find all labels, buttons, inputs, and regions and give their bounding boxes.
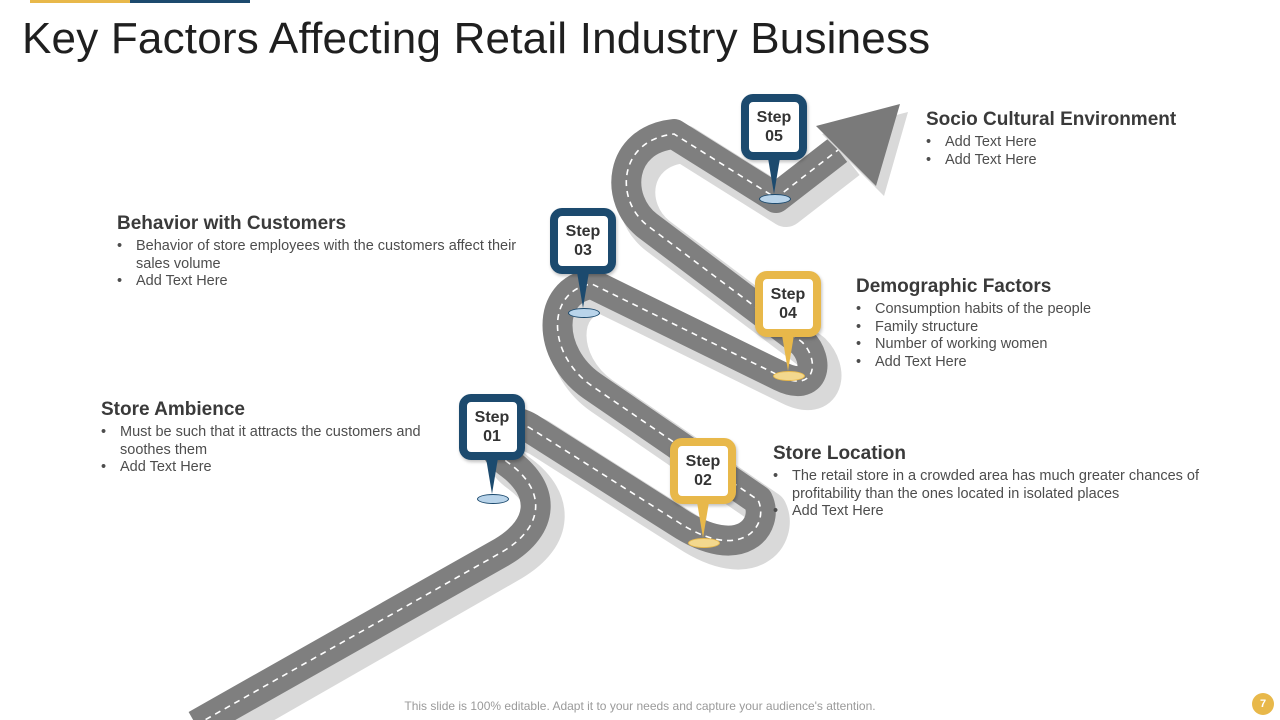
road-center-line <box>203 133 839 720</box>
marker-pointer <box>782 335 794 371</box>
slide-title: Key Factors Affecting Retail Industry Bu… <box>22 14 931 63</box>
marker-location-dot <box>773 371 805 381</box>
accent-bar-yellow <box>30 0 134 3</box>
factor-bullet: Consumption habits of the people <box>856 301 1176 319</box>
step-marker-box: Step 02 <box>670 438 736 504</box>
step-number: 03 <box>574 242 592 259</box>
factor-socio-cultural-environment: Socio Cultural Environment Add Text Here… <box>926 109 1246 169</box>
factor-bullet-list: Add Text Here Add Text Here <box>926 134 1246 169</box>
factor-bullet-list: Consumption habits of the people Family … <box>856 301 1176 371</box>
marker-location-dot <box>688 538 720 548</box>
factor-bullet-list: Behavior of store employees with the cus… <box>117 238 537 291</box>
factor-bullet: Add Text Here <box>773 503 1208 521</box>
step-marker-02: Step 02 <box>670 438 736 548</box>
step-label: Step <box>756 109 792 126</box>
step-label: Step <box>474 409 510 426</box>
marker-location-dot <box>568 308 600 318</box>
page-number-badge: 7 <box>1252 693 1274 715</box>
step-label: Step <box>565 223 601 240</box>
marker-location-dot <box>477 494 509 504</box>
step-label: Step <box>685 453 721 470</box>
factor-bullet-list: The retail store in a crowded area has m… <box>773 468 1208 521</box>
factor-store-ambience: Store Ambience Must be such that it attr… <box>101 399 446 477</box>
factor-title: Store Location <box>773 443 907 464</box>
factor-demographic-factors: Demographic Factors Consumption habits o… <box>856 276 1176 371</box>
step-marker-05: Step 05 <box>741 94 807 204</box>
factor-title: Behavior with Customers <box>117 213 347 234</box>
step-marker-box: Step 04 <box>755 271 821 337</box>
factor-title: Demographic Factors <box>856 276 1052 297</box>
marker-pointer <box>486 458 498 494</box>
factor-title: Store Ambience <box>101 399 245 420</box>
step-marker-03: Step 03 <box>550 208 616 318</box>
factor-bullet: Family structure <box>856 319 1176 337</box>
factor-bullet: Number of working women <box>856 336 1176 354</box>
step-marker-box: Step 01 <box>459 394 525 460</box>
factor-store-location: Store Location The retail store in a cro… <box>773 443 1208 521</box>
factor-bullet: Add Text Here <box>926 134 1246 152</box>
arrow-head <box>816 104 900 186</box>
step-number: 01 <box>483 428 501 445</box>
step-marker-box: Step 05 <box>741 94 807 160</box>
factor-bullet-list: Must be such that it attracts the custom… <box>101 424 446 477</box>
step-marker-04: Step 04 <box>755 271 821 381</box>
factor-bullet: Add Text Here <box>101 459 446 477</box>
factor-bullet: Add Text Here <box>117 273 537 291</box>
factor-title: Socio Cultural Environment <box>926 109 1177 130</box>
marker-pointer <box>577 272 589 308</box>
footer-note: This slide is 100% editable. Adapt it to… <box>404 699 876 713</box>
marker-location-dot <box>759 194 791 204</box>
step-number: 04 <box>779 305 797 322</box>
marker-pointer <box>697 502 709 538</box>
step-label: Step <box>770 286 806 303</box>
factor-bullet: Must be such that it attracts the custom… <box>101 424 446 459</box>
marker-pointer <box>768 158 780 194</box>
step-number: 05 <box>765 128 783 145</box>
step-marker-box: Step 03 <box>550 208 616 274</box>
factor-bullet: Add Text Here <box>926 152 1246 170</box>
step-marker-01: Step 01 <box>459 394 525 504</box>
factor-bullet: The retail store in a crowded area has m… <box>773 468 1208 503</box>
factor-bullet: Behavior of store employees with the cus… <box>117 238 537 273</box>
factor-behavior-with-customers: Behavior with Customers Behavior of stor… <box>117 213 537 291</box>
accent-bar-navy <box>130 0 250 3</box>
factor-bullet: Add Text Here <box>856 354 1176 372</box>
step-number: 02 <box>694 472 712 489</box>
